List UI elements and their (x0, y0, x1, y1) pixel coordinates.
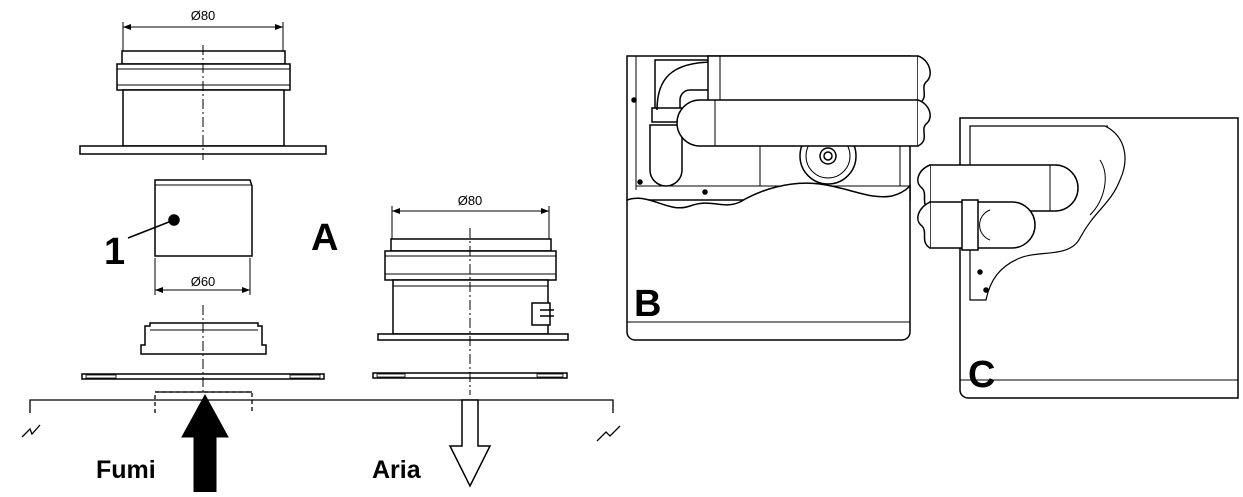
dim-plug-60: Ø60 (191, 274, 216, 289)
label-air: Aria (372, 456, 422, 484)
dim-right-80: Ø80 (458, 193, 483, 208)
center-lines (202, 45, 471, 395)
boiler-view-b (626, 55, 931, 341)
label-exhaust: Fumi (96, 456, 156, 484)
boiler-view-c (917, 117, 1239, 399)
dim-top-80: Ø80 (191, 8, 216, 23)
air-arrow (448, 399, 492, 488)
label-a: A (311, 217, 338, 259)
label-c: C (968, 354, 995, 396)
label-b: B (634, 283, 661, 325)
callout-1: 1 (104, 231, 125, 273)
exhaust-arrow (181, 393, 229, 493)
plug-1 (127, 179, 253, 295)
ceiling-line (21, 391, 621, 442)
